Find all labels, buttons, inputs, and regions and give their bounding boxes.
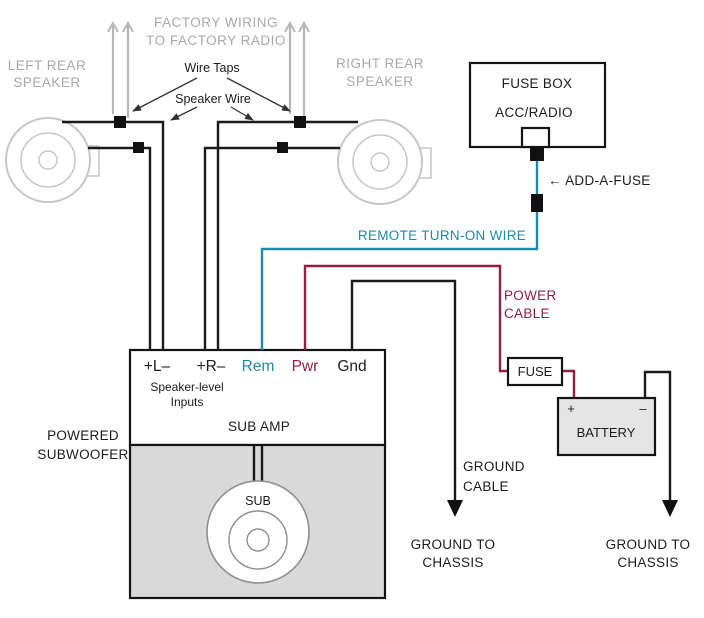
wire-tap-connector <box>133 142 144 153</box>
battery-ground-chassis-line2: CHASSIS <box>617 555 678 570</box>
speaker-outer-ring <box>337 119 423 205</box>
factory-wiring-arrows <box>107 20 310 118</box>
powered-subwoofer-label-line1: POWERED <box>47 428 119 443</box>
amp-terminal-left: +L– <box>144 358 171 375</box>
left-rear-speaker <box>5 117 100 203</box>
acc-radio-fuse-slot <box>520 126 551 149</box>
sub-driver <box>206 446 310 584</box>
amp-ground-chassis-line1: GROUND TO <box>411 537 496 552</box>
fuse-box-stub-connector <box>530 147 544 161</box>
speaker-level-wires <box>62 120 358 350</box>
sub-amp-title: SUB AMP <box>228 419 290 434</box>
wire-tap-connector <box>294 116 306 128</box>
speaker-wire-arrow-icon <box>230 106 254 121</box>
left-speaker-wire-bottom <box>88 146 152 350</box>
right-speaker-wire-bottom <box>203 146 340 350</box>
battery-ground-chassis-line1: GROUND TO <box>606 537 691 552</box>
amp-ground-chassis-line2: CHASSIS <box>422 555 483 570</box>
annotation-arrows <box>132 77 291 121</box>
battery-positive-terminal: + <box>567 401 575 416</box>
ground-cable-label-line1: GROUND <box>463 459 525 474</box>
add-a-fuse-label: ← ADD-A-FUSE <box>548 173 651 188</box>
speaker-dustcap <box>370 152 390 172</box>
speaker-cone-ring <box>20 132 76 188</box>
wire-taps-arrow-icon <box>226 77 291 112</box>
sub-label: SUB <box>245 494 271 508</box>
amp-terminal-right: +R– <box>197 358 226 375</box>
factory-wiring-label-line2: TO FACTORY RADIO <box>146 33 286 48</box>
sub-amp-box <box>128 348 387 447</box>
left-speaker-label-line2: SPEAKER <box>13 75 80 90</box>
powered-subwoofer-label-line2: SUBWOOFER <box>37 447 128 462</box>
power-cable-label-line2: CABLE <box>504 306 550 321</box>
add-a-fuse-connector <box>531 194 543 212</box>
battery-box <box>556 396 657 457</box>
ground-arrow-icon <box>662 500 678 517</box>
power-cable-to-battery <box>562 369 576 398</box>
inline-fuse-box <box>506 356 564 387</box>
battery-ground-wire <box>643 370 672 501</box>
right-speaker-label-line2: SPEAKER <box>346 74 413 89</box>
power-cable-wire <box>303 264 508 373</box>
amp-terminal-gnd: Gnd <box>337 358 366 375</box>
ground-cable-wire <box>350 279 457 501</box>
wire-tap-connector <box>114 116 126 128</box>
battery-label: BATTERY <box>577 425 636 440</box>
power-cable-label-line1: POWER <box>504 288 557 303</box>
wire-taps-label: Wire Taps <box>184 61 239 75</box>
sub-outer-ring <box>206 480 310 584</box>
speaker-wire-arrow-icon <box>170 106 198 121</box>
speaker-outer-ring <box>5 117 91 203</box>
speaker-dustcap <box>38 150 58 170</box>
amp-terminal-rem: Rem <box>242 358 275 375</box>
speaker-level-inputs-line2: Inputs <box>171 395 204 409</box>
wire-taps-arrow-icon <box>132 77 198 112</box>
ground-cable-label-line2: CABLE <box>463 479 509 494</box>
acc-radio-label: ACC/RADIO <box>495 105 573 120</box>
amp-terminal-pwr: Pwr <box>292 358 319 375</box>
wire-taps <box>114 116 306 153</box>
right-speaker-label-line1: RIGHT REAR <box>336 56 424 71</box>
speaker-wire-label: Speaker Wire <box>175 92 251 106</box>
left-speaker-label-line1: LEFT REAR <box>8 58 87 73</box>
speaker-cone-ring <box>352 134 408 190</box>
right-speaker-wire-top <box>216 120 358 350</box>
factory-wiring-label-line1: FACTORY WIRING <box>154 15 278 30</box>
fuse-box-title: FUSE BOX <box>502 76 573 91</box>
fuse-box <box>468 61 607 149</box>
sub-dustcap <box>246 528 270 552</box>
right-rear-speaker <box>337 119 432 205</box>
left-speaker-wire-top <box>62 120 165 350</box>
sub-cone-ring <box>228 510 288 570</box>
battery-negative-terminal: – <box>639 401 647 416</box>
speaker-level-inputs-line1: Speaker-level <box>150 380 223 394</box>
inline-fuse-label: FUSE <box>518 364 553 379</box>
wire-tap-connector <box>277 142 288 153</box>
ground-arrow-icon <box>447 500 463 517</box>
remote-turn-on-label: REMOTE TURN-ON WIRE <box>358 228 526 243</box>
